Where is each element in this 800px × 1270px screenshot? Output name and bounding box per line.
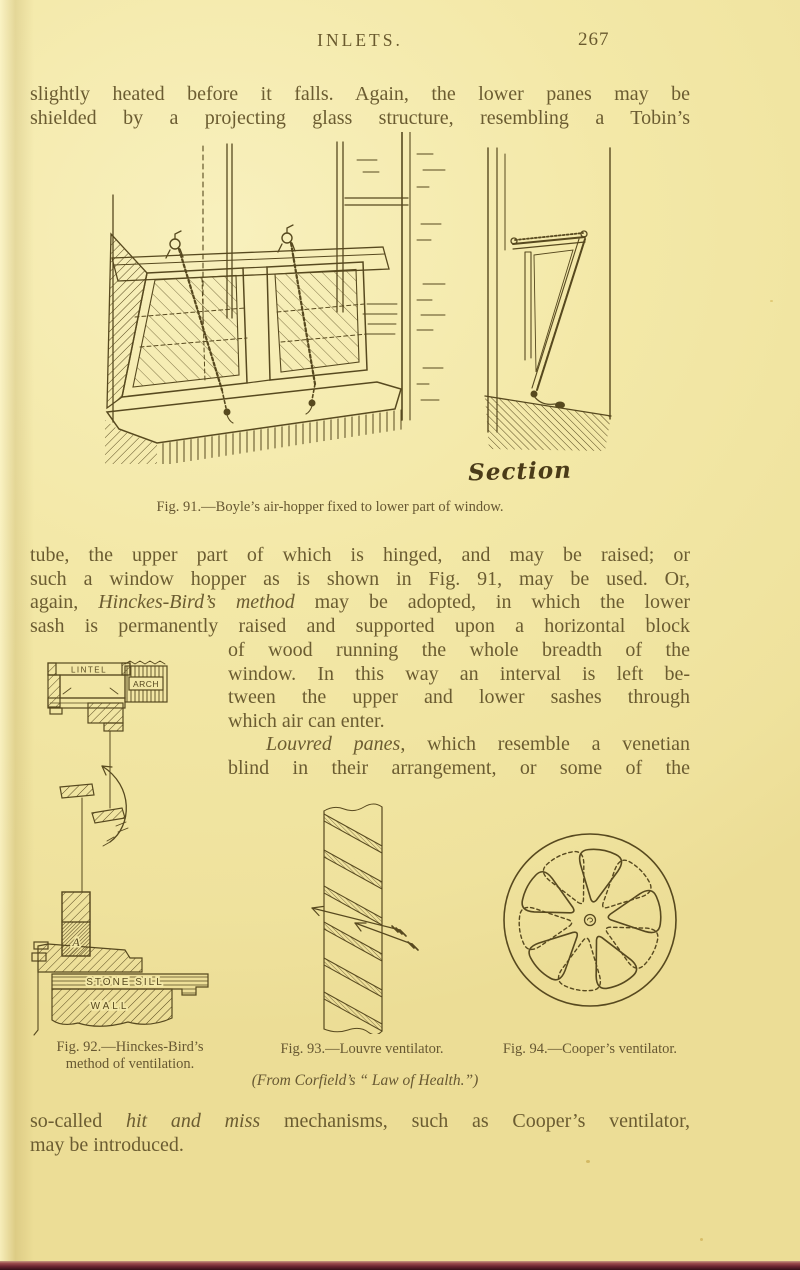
window-head: ARCH LINTEL [47, 660, 168, 732]
hopper-drawing [105, 224, 405, 464]
paragraph-1: slightly heated before it falls. Again, … [30, 83, 690, 130]
lintel-label: LINTEL [71, 666, 107, 675]
book-edge [0, 1261, 800, 1270]
paragraph-3: of wood running the whole breadth of the… [228, 639, 690, 781]
text-line: which air can enter. [228, 709, 385, 732]
text-line: shielded by a projecting glass structure… [30, 106, 690, 129]
louvre-strip [311, 803, 419, 1034]
cord-and-arrow [59, 730, 129, 893]
floor-hatch [485, 396, 611, 451]
paper-speck [586, 1160, 590, 1163]
ventilator-disc [503, 833, 677, 1007]
chain [289, 241, 317, 386]
paragraph-4: so-called hit and miss mechanisms, such … [30, 1110, 690, 1157]
figure-source-credit: (From Corfield’s “ Law of Health.”) [251, 1072, 479, 1089]
section-drawing [484, 147, 612, 451]
fig91-caption: Fig. 91.—Boyle’s air-hopper fixed to low… [156, 499, 504, 515]
running-title: INLETS. [317, 30, 403, 50]
paragraph-2: tube, the upper part of which is hinged,… [30, 544, 690, 638]
airflow-arrows [311, 905, 419, 951]
page-number: 267 [578, 29, 610, 50]
text-line: window. In this way an interval is left … [228, 662, 690, 685]
text-line: again, Hinckes-Bird’s method may be adop… [30, 591, 690, 614]
center-pivot [583, 913, 597, 927]
sill-assembly: A STONE SILL WALL [31, 891, 209, 1036]
fig92-caption-line2: method of ventilation. [65, 1056, 195, 1072]
fig91-boyles-air-hopper-illustration [105, 132, 612, 464]
text-line: slightly heated before it falls. Again, … [30, 83, 690, 105]
fig94-coopers-ventilator-illustration [503, 833, 677, 1007]
text-line: so-called hit and miss mechanisms, such … [30, 1110, 690, 1132]
page-gutter-shadow [0, 0, 34, 1270]
pulley-icon [281, 232, 293, 244]
sill-fringe-hatch [157, 409, 405, 464]
hidden-holes [516, 846, 664, 995]
fig92-caption: Fig. 92.—Hinckes-Bird’s method of ventil… [35, 1039, 225, 1073]
stone-sill-label: STONE SILL [86, 977, 164, 988]
pivot [530, 390, 538, 398]
fig93-caption: Fig. 93.—Louvre ventilator. [280, 1041, 444, 1057]
sill-board [105, 381, 402, 444]
louvre-slats [323, 813, 383, 1032]
rotation-arrow [101, 765, 127, 843]
fig92-hinckes-bird-illustration: ARCH LINTEL [31, 660, 209, 1036]
fig92-caption-line1: Fig. 92.—Hinckes-Bird’s [56, 1039, 204, 1055]
text-line: sash is permanently raised and supported… [30, 614, 690, 637]
block-a-label: A [71, 935, 80, 949]
fig93-louvre-ventilator-illustration [311, 803, 419, 1034]
pulley-icon [169, 238, 181, 250]
text-line: Louvred panes, which resemble a venetian [266, 733, 691, 756]
wall-label: WALL [91, 1001, 130, 1012]
text-line: may be introduced. [30, 1133, 184, 1156]
wall-corner-hatch [105, 420, 157, 464]
arch-label: ARCH [133, 679, 159, 689]
open-holes [516, 845, 665, 994]
chain-tassel [223, 408, 231, 416]
section-label: Section [467, 456, 573, 487]
chain-tassel [308, 399, 316, 407]
text-line: tween the upper and lower sashes through [228, 686, 690, 709]
fig94-caption: Fig. 94.—Cooper’s ventilator. [502, 1041, 678, 1057]
paper-speck [770, 300, 773, 302]
text-line: of wood running the whole breadth of the [228, 639, 690, 661]
chain [177, 247, 224, 392]
text-line: blind in their arrangement, or some of t… [228, 756, 690, 779]
text-line: tube, the upper part of which is hinged,… [30, 544, 690, 566]
text-line: such a window hopper as is shown in Fig.… [30, 567, 690, 590]
paper-speck [700, 1238, 703, 1241]
hopper-pane-2 [266, 261, 368, 381]
